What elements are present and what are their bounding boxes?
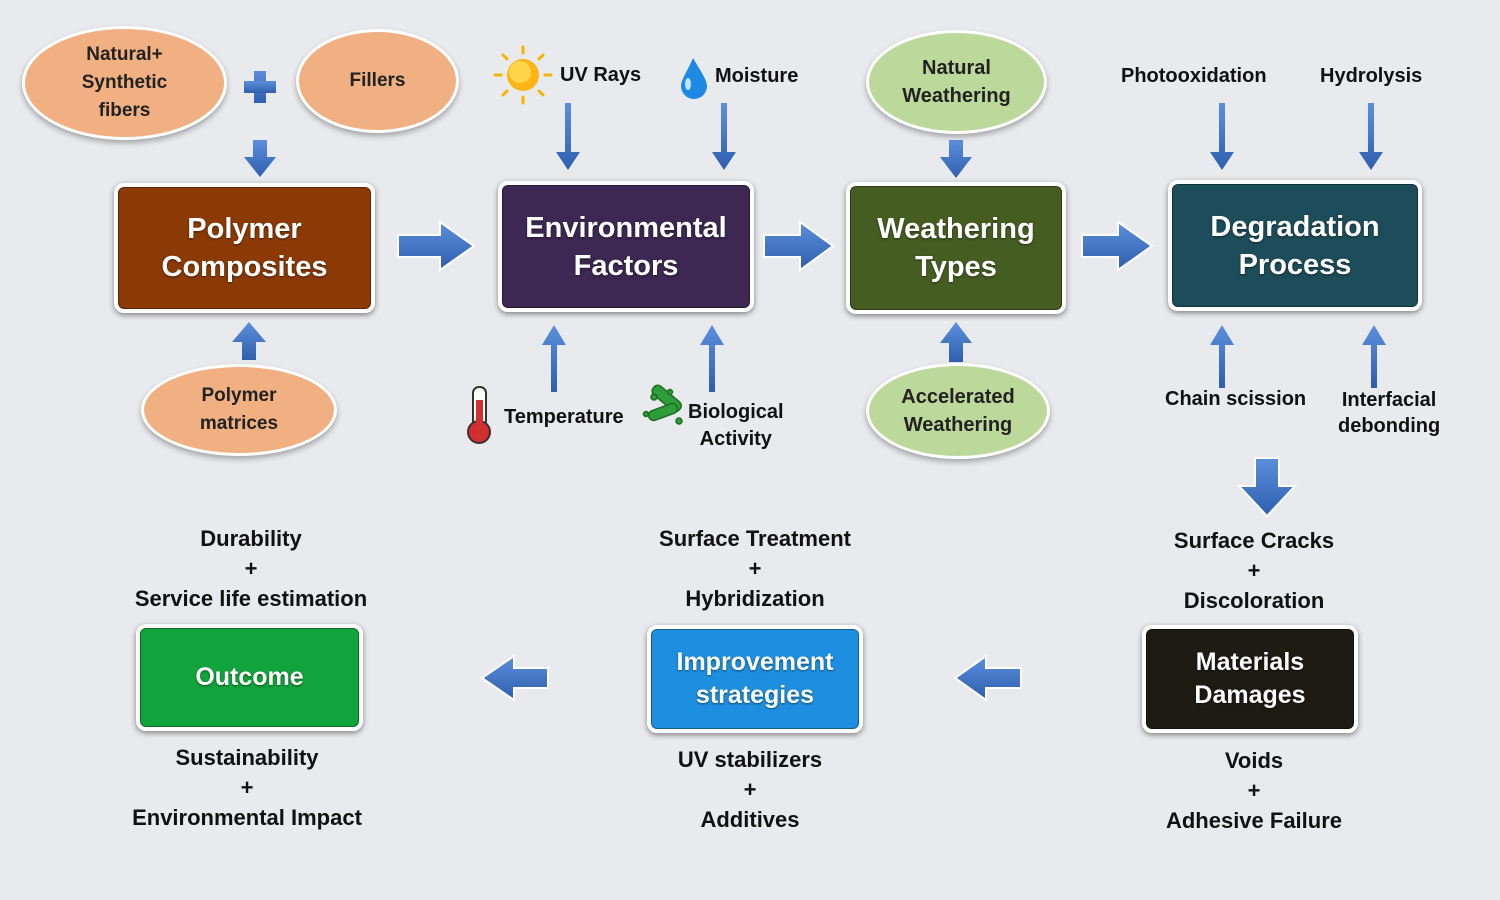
natural-weathering-oval: Natural Weathering — [866, 30, 1047, 134]
degradation-process-box: Degradation Process — [1168, 180, 1422, 311]
sun-icon — [493, 45, 553, 105]
plus-text: + — [244, 556, 258, 581]
arrow-damages-to-improvement — [953, 654, 1022, 702]
arrow-temperature-up — [542, 325, 566, 392]
arrow-accelerated-up — [940, 322, 972, 362]
damage-bottom-group: Voids + Adhesive Failure — [1140, 746, 1368, 836]
accelerated-weathering-oval: Accelerated Weathering — [866, 363, 1050, 459]
arrow-matrices-up — [232, 322, 266, 360]
arrow-composites-to-environmental — [397, 220, 476, 272]
discoloration-text: Discoloration — [1183, 588, 1325, 613]
arrow-biological-up — [700, 325, 724, 392]
environmental-factors-box: Environmental Factors — [498, 181, 754, 312]
outcome-box: Outcome — [136, 624, 363, 731]
environmental-impact-text: Environmental Impact — [132, 805, 362, 830]
weathering-types-box: Weathering Types — [846, 182, 1066, 314]
service-life-text: Service life estimation — [134, 586, 368, 611]
fillers-oval: Fillers — [296, 29, 459, 133]
outcome-top-group: Durability + Service life estimation — [116, 524, 386, 614]
materials-damages-box: Materials Damages — [1142, 625, 1358, 733]
arrow-degradation-to-damages — [1236, 457, 1298, 518]
biological-activity-label: Biological Activity — [688, 401, 784, 450]
polymer-matrices-oval: Polymer matrices — [141, 364, 337, 456]
adhesive-failure-text: Adhesive Failure — [1165, 808, 1343, 833]
chain-scission-label: Chain scission — [1165, 388, 1307, 410]
hydrolysis-label: Hydrolysis — [1320, 65, 1423, 87]
photooxidation-label: Photooxidation — [1121, 65, 1267, 87]
uv-stabilizers-text: UV stabilizers — [677, 747, 823, 772]
arrow-fibers-down — [244, 140, 276, 177]
plus-text: + — [1247, 778, 1261, 803]
improve-top-group: Surface Treatment + Hybridization — [625, 524, 885, 614]
interfacial-debonding-label: Interfacial debonding — [1338, 389, 1441, 437]
temperature-label: Temperature — [504, 406, 624, 428]
damage-top-group: Surface Cracks + Discoloration — [1140, 526, 1368, 616]
additives-text: Additives — [700, 807, 800, 832]
arrow-natural-weathering-down — [940, 140, 972, 178]
improve-bottom-group: UV stabilizers + Additives — [635, 745, 865, 835]
uv-rays-label: UV Rays — [560, 64, 642, 86]
arrow-hydrolysis-down — [1359, 103, 1383, 170]
improvement-strategies-box: Improvement strategies — [647, 625, 863, 733]
arrow-weathering-to-degradation — [1081, 220, 1154, 272]
plus-text: + — [748, 556, 762, 581]
arrow-moisture-down — [712, 103, 736, 170]
natural-synthetic-fibers-oval: Natural+ Synthetic fibers — [22, 26, 227, 140]
surface-treatment-text: Surface Treatment — [659, 526, 851, 551]
arrow-chain-scission-up — [1210, 325, 1234, 388]
voids-text: Voids — [1224, 748, 1284, 773]
arrow-improvement-to-outcome — [480, 654, 549, 702]
polymer-composites-box: Polymer Composites — [114, 183, 375, 313]
plus-icon — [244, 71, 276, 103]
hybridization-text: Hybridization — [685, 586, 825, 611]
surface-cracks-text: Surface Cracks — [1173, 528, 1335, 553]
plus-text: + — [240, 775, 254, 800]
water-drop-icon — [681, 58, 707, 99]
sustainability-text: Sustainability — [175, 745, 319, 770]
moisture-label: Moisture — [715, 65, 799, 87]
arrow-interfacial-up — [1362, 325, 1386, 388]
arrow-photooxidation-down — [1210, 103, 1234, 170]
outcome-bottom-group: Sustainability + Environmental Impact — [116, 743, 378, 833]
arrow-uv-down — [556, 103, 580, 170]
plus-text: + — [1247, 558, 1261, 583]
thermometer-icon — [467, 386, 491, 444]
plus-text: + — [743, 777, 757, 802]
durability-text: Durability — [200, 526, 302, 551]
arrow-environmental-to-weathering — [763, 220, 835, 272]
bacteria-icon — [642, 384, 683, 425]
